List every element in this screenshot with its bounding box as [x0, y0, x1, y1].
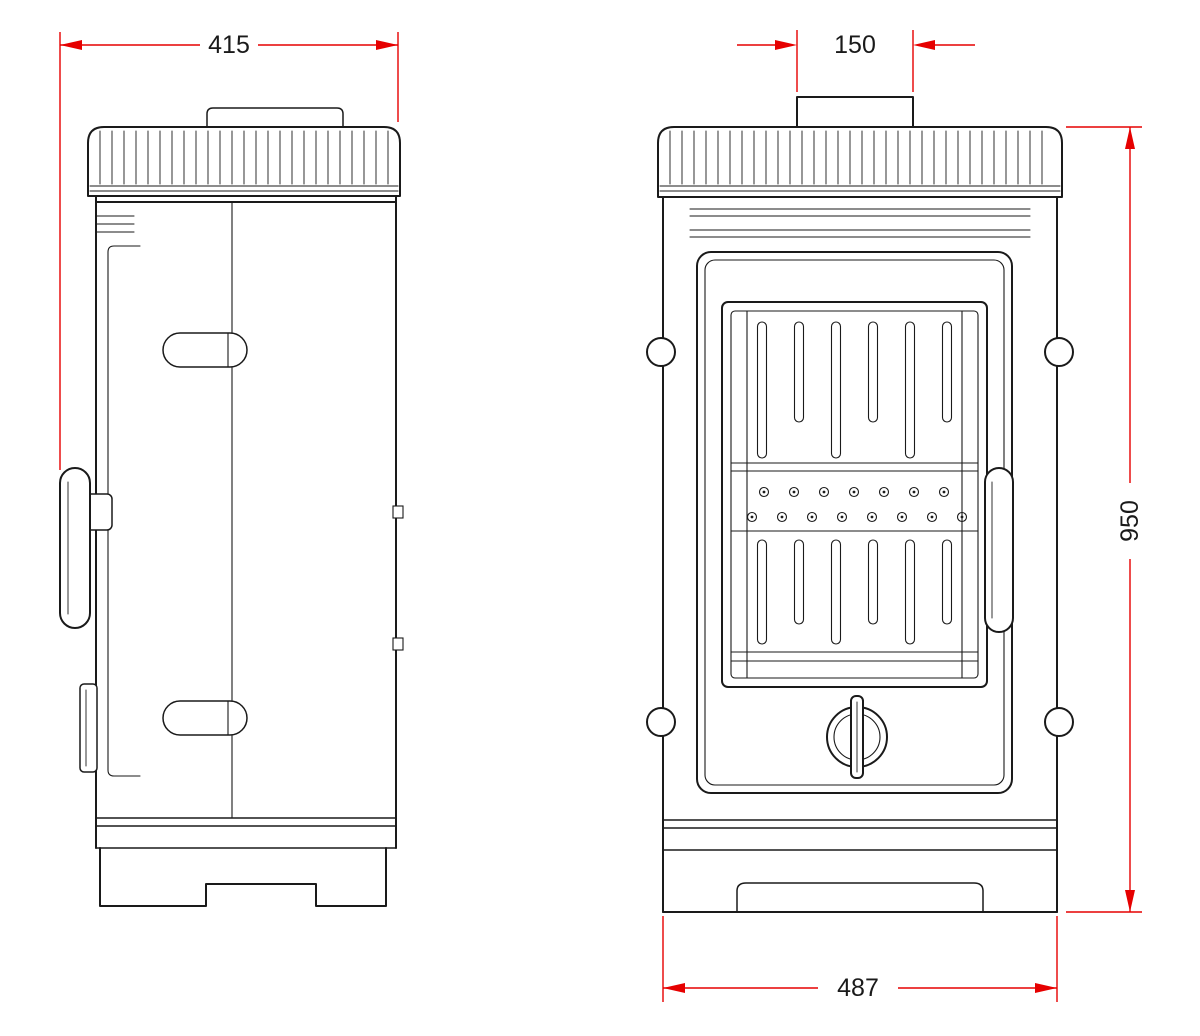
side-door-handle: [59, 467, 91, 629]
door-handle: [984, 467, 1014, 633]
side-hinge-top: [162, 332, 248, 368]
grate-bottom-band: [730, 651, 979, 662]
ash-drawer: [736, 882, 984, 913]
front-body: [662, 196, 1058, 913]
front-top-plate-rim: [659, 185, 1061, 192]
hinge-knob-left-top: [646, 337, 676, 367]
dimension-487-arrow-left: [663, 983, 685, 993]
side-top-plate-ribs: [99, 130, 389, 185]
dimension-150-extension-lines: [796, 30, 914, 92]
front-view: [646, 96, 1074, 913]
latch-knob: [826, 695, 888, 779]
window-inner-frame: [730, 310, 979, 679]
side-top-plate: [87, 126, 401, 197]
side-rear-clip-bottom: [392, 637, 404, 651]
dimension-415-arrow-right: [376, 40, 398, 50]
dimension-950-arrow-bottom: [1125, 890, 1135, 912]
grate-divider-upper: [730, 462, 979, 472]
rivet-row-bottom: [746, 511, 968, 523]
side-rear-clip-top: [392, 505, 404, 519]
front-base-band: [662, 819, 1058, 851]
dimension-950-arrow-top: [1125, 127, 1135, 149]
front-top-plate-ribs: [669, 130, 1043, 185]
front-top-trim: [689, 208, 1031, 238]
dimension-950: 950: [1066, 126, 1144, 913]
side-base-band: [95, 817, 397, 849]
side-door-profile: [107, 245, 141, 777]
side-flue-collar: [206, 107, 344, 128]
dimension-415-arrow-left: [60, 40, 82, 50]
grate-slats-upper: [756, 321, 953, 459]
front-top-plate: [657, 126, 1063, 198]
grate-slats-lower: [756, 539, 953, 645]
rivet-row-top: [758, 486, 950, 498]
side-plinth: [99, 847, 387, 907]
side-top-trim: [95, 215, 135, 233]
side-body: [95, 195, 397, 849]
dimension-150-arrow-right: [913, 40, 935, 50]
dimension-label-front-width: 487: [837, 974, 879, 1002]
dimension-150-arrow-left: [775, 40, 797, 50]
flue-collar: [796, 96, 914, 128]
hinge-knob-right-top: [1044, 337, 1074, 367]
grate-side-rails: [746, 310, 963, 679]
dimension-label-flue-width: 150: [834, 31, 876, 59]
side-ash-door-edge: [79, 683, 98, 773]
side-hinge-bottom: [162, 700, 248, 736]
dimension-487-arrow-right: [1035, 983, 1057, 993]
dimension-label-side-depth: 415: [208, 31, 250, 59]
hinge-knob-right-bottom: [1044, 707, 1074, 737]
hinge-knob-left-bottom: [646, 707, 676, 737]
dimension-415: 415: [59, 31, 399, 470]
side-view: [59, 107, 404, 907]
dimension-label-overall-height: 950: [1116, 500, 1144, 542]
side-top-plate-rim: [89, 185, 399, 192]
dimension-415-extension-lines: [59, 32, 399, 470]
dimension-150: 150: [737, 30, 975, 92]
dimension-487: 487: [662, 916, 1058, 1002]
